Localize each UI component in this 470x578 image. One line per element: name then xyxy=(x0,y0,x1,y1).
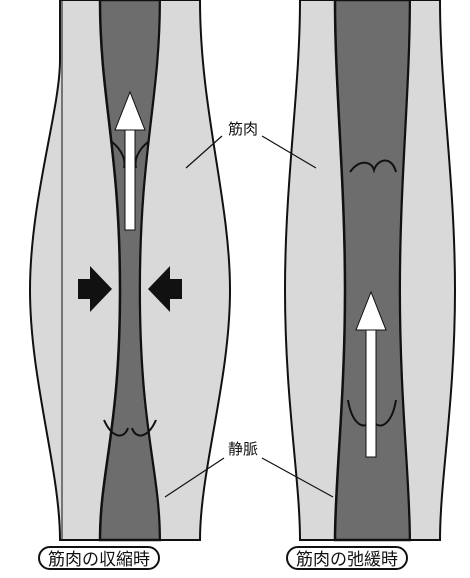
vein-relaxed xyxy=(335,0,410,540)
caption-contraction: 筋肉の収縮時 xyxy=(38,546,160,570)
caption-relaxation: 筋肉の弛緩時 xyxy=(286,546,408,570)
contraction-panel xyxy=(30,0,230,540)
label-muscle: 筋肉 xyxy=(226,120,260,138)
label-vein: 静脈 xyxy=(226,440,260,458)
